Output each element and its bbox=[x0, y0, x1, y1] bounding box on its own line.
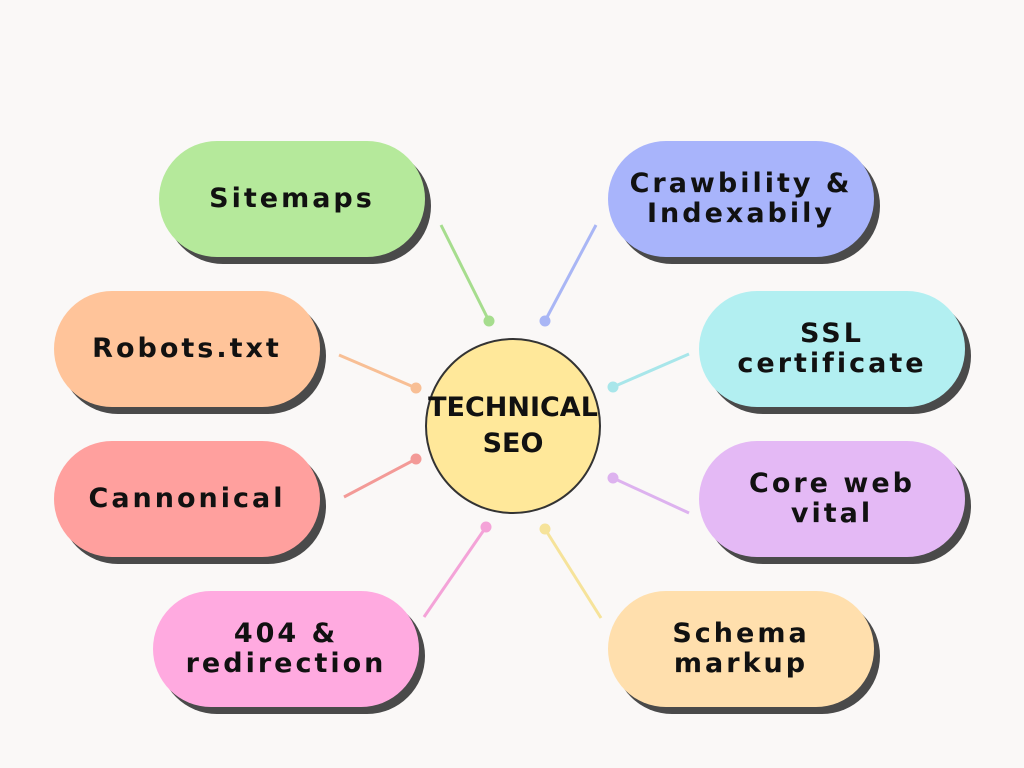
connector-line bbox=[343, 457, 417, 499]
connector-dot bbox=[410, 453, 422, 465]
connector-line bbox=[612, 476, 690, 515]
connector-dot bbox=[539, 315, 551, 327]
connector-dot bbox=[607, 381, 619, 393]
connector-line bbox=[439, 224, 491, 322]
node-label: Core web vital bbox=[749, 468, 915, 529]
connector-dot bbox=[483, 315, 495, 327]
center-label: TECHNICAL SEO bbox=[428, 392, 598, 459]
connector-dot bbox=[410, 382, 422, 394]
node-label: 404 & redirection bbox=[185, 618, 387, 679]
node-robots-txt: Robots.txt bbox=[54, 291, 320, 407]
node-label: Sitemaps bbox=[209, 183, 375, 214]
node-label: Robots.txt bbox=[92, 333, 282, 364]
center-node: TECHNICAL SEO bbox=[425, 338, 601, 514]
node-sitemaps: Sitemaps bbox=[159, 141, 425, 257]
node-label: SSL certificate bbox=[737, 318, 927, 379]
node-404-redirection: 404 & redirection bbox=[153, 591, 419, 707]
node-canonical: Cannonical bbox=[54, 441, 320, 557]
node-schema-markup: Schema markup bbox=[608, 591, 874, 707]
connector-line bbox=[422, 526, 488, 618]
connector-line bbox=[543, 528, 603, 619]
node-crawlability-indexability: Crawbility & Indexabily bbox=[608, 141, 874, 257]
node-label: Schema markup bbox=[672, 618, 810, 679]
node-core-web-vital: Core web vital bbox=[699, 441, 965, 557]
connector-line bbox=[612, 352, 690, 389]
connector-line bbox=[338, 353, 417, 390]
connector-dot bbox=[480, 521, 492, 533]
node-label: Crawbility & Indexabily bbox=[629, 168, 853, 229]
node-ssl-certificate: SSL certificate bbox=[699, 291, 965, 407]
connector-dot bbox=[607, 472, 619, 484]
connector-dot bbox=[539, 523, 551, 535]
connector-line bbox=[543, 224, 598, 322]
node-label: Cannonical bbox=[88, 483, 286, 514]
